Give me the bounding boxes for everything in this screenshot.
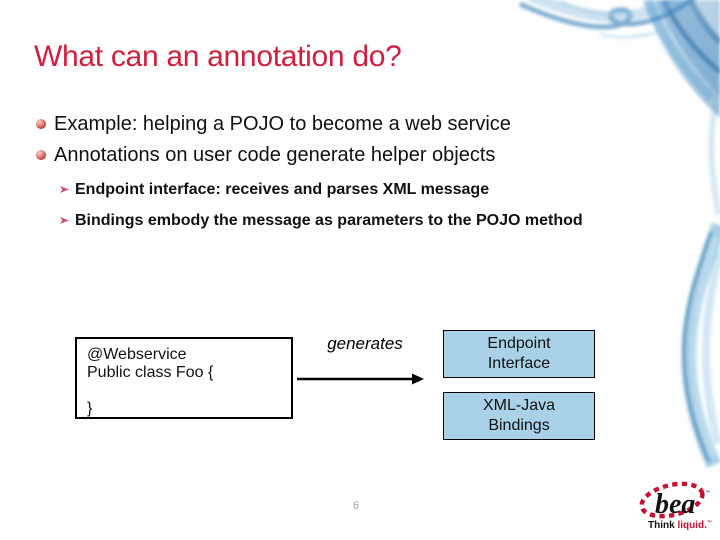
tagline-think: Think — [648, 520, 677, 531]
slide-title: What can an annotation do? — [34, 40, 402, 73]
page-number: 6 — [352, 500, 360, 512]
generates-arrow — [297, 373, 424, 385]
endpoint-interface-box: Endpoint Interface — [443, 330, 595, 378]
xml-java-bindings-line2: Bindings — [488, 417, 550, 434]
sub-bullet-text: Bindings embody the message as parameter… — [75, 212, 583, 229]
bullet-sphere-icon — [36, 119, 46, 129]
bullet-text: Example: helping a POJO to become a web … — [54, 113, 511, 135]
endpoint-interface-line1: Endpoint — [487, 335, 551, 352]
endpoint-interface-line2: Interface — [487, 355, 551, 372]
bullet-text: Annotations on user code generate helper… — [54, 144, 496, 166]
bea-logo-beads — [639, 481, 705, 519]
bea-logo: bea ™ Think liquid.™ — [639, 481, 712, 531]
tagline-trademark: ™ — [707, 520, 712, 526]
code-line: } — [87, 400, 93, 417]
generates-label: generates — [327, 334, 403, 353]
code-line — [87, 382, 291, 400]
sub-bullet-arrow-icon — [60, 217, 69, 224]
bea-logo-tagline: Think liquid.™ — [648, 520, 712, 531]
bullet-sphere-icon — [36, 150, 46, 160]
sub-bullet-text: Endpoint interface: receives and parses … — [75, 181, 490, 198]
bea-logo-trademark: ™ — [705, 490, 710, 496]
xml-java-bindings-box: XML-Java Bindings — [443, 392, 595, 440]
sub-bullet-item: Bindings embody the message as parameter… — [60, 211, 680, 230]
code-line: Public class Foo { — [87, 364, 214, 381]
bullet-item: Annotations on user code generate helper… — [36, 144, 676, 167]
xml-java-bindings-line1: XML-Java — [482, 397, 556, 414]
tagline-liquid: liquid. — [677, 520, 707, 531]
sub-bullet-arrow-icon — [60, 186, 69, 193]
bea-logo-text: bea — [655, 489, 695, 520]
code-line: @Webservice — [87, 346, 187, 363]
bullet-item: Example: helping a POJO to become a web … — [36, 113, 676, 136]
code-box: @Webservice Public class Foo { } — [75, 337, 293, 419]
sub-bullet-item: Endpoint interface: receives and parses … — [60, 180, 680, 199]
